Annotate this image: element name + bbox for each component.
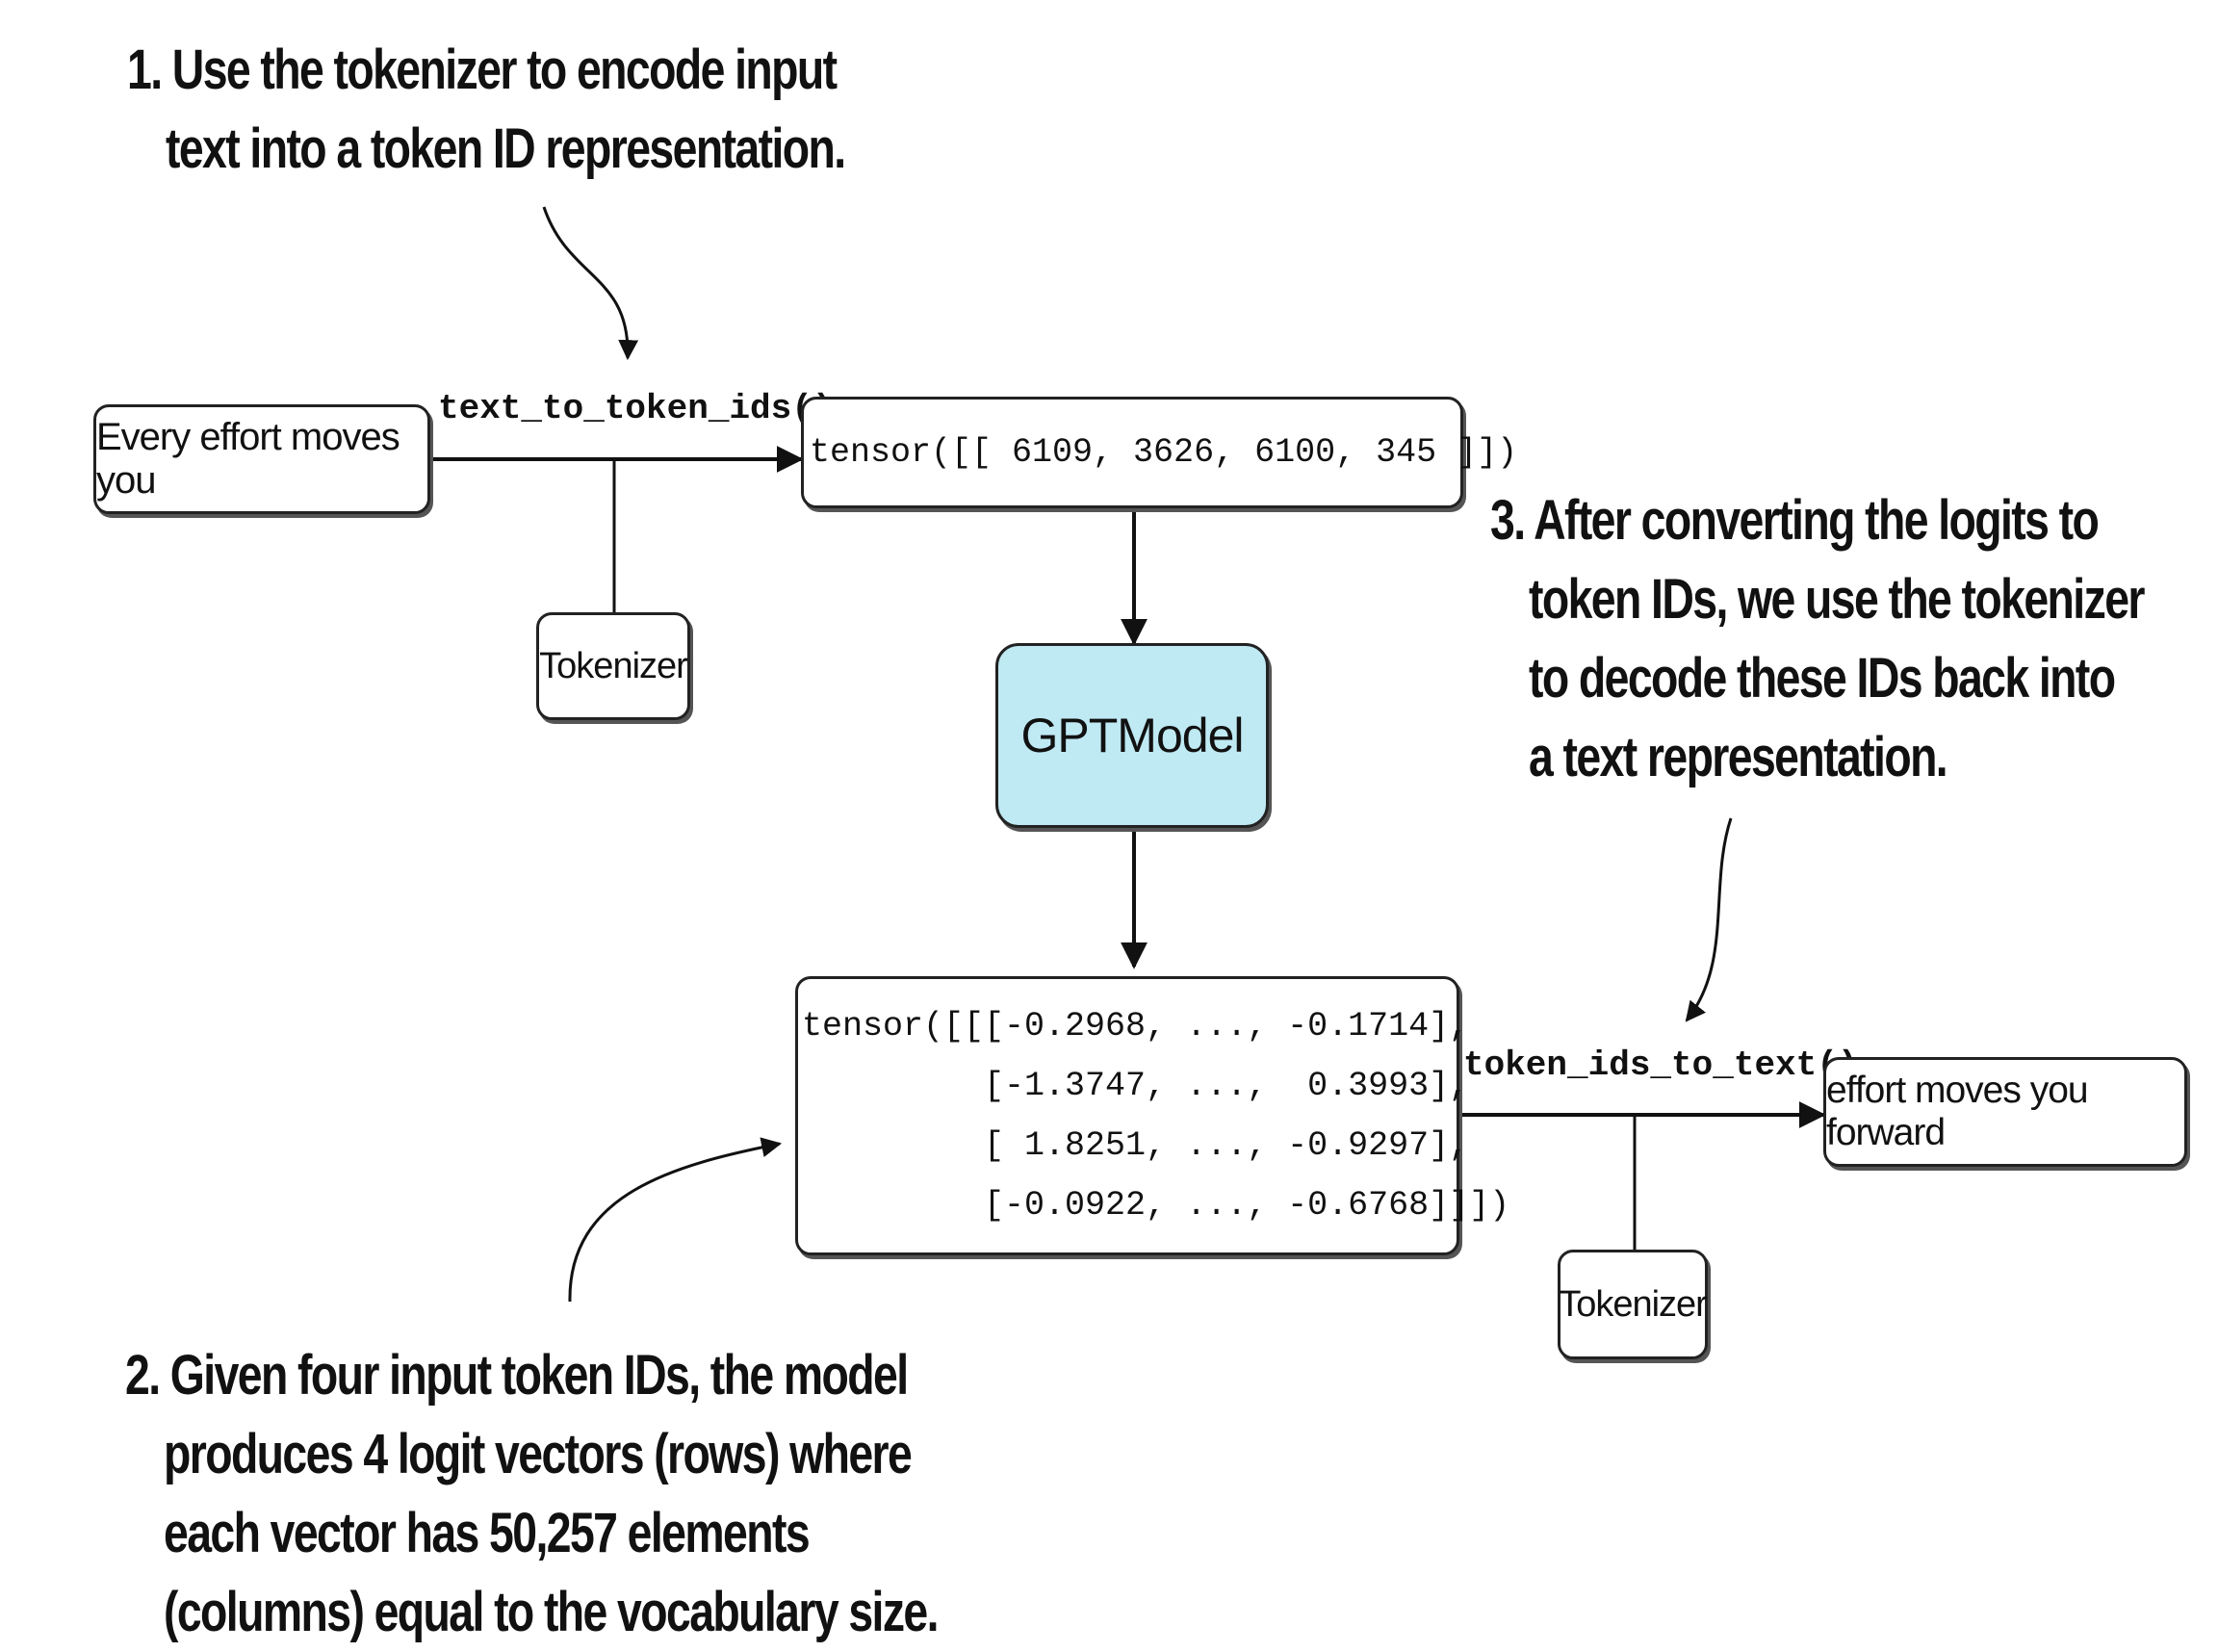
step3-line-2: token IDs, we use the tokenizer xyxy=(1529,568,2145,631)
output-text: effort moves you forward xyxy=(1826,1070,2089,1153)
logits-row-1: tensor([[[-0.2968, ..., -0.1714], xyxy=(802,1007,1470,1045)
logits-row-2: [-1.3747, ..., 0.3993], xyxy=(802,1067,1470,1105)
gpt-model-box: GPTModel xyxy=(995,643,1269,828)
tokenizer-left-label: Tokenizer xyxy=(539,645,688,686)
input-text: Every effort moves you xyxy=(96,416,400,502)
encode-function-label: text_to_token_ids() xyxy=(438,389,834,428)
step2-line-1: 2. Given four input token IDs, the model xyxy=(125,1344,909,1407)
decode-function-label: token_ids_to_text() xyxy=(1463,1045,1859,1085)
tokenizer-right-box: Tokenizer xyxy=(1558,1250,1708,1359)
step2-line-4: (columns) equal to the vocabulary size. xyxy=(164,1581,940,1643)
step3-line-3: to decode these IDs back into xyxy=(1529,647,2116,710)
step3-callout-arrow xyxy=(1685,817,1733,1022)
logits-tensor: tensor([[[-0.2968, ..., -0.1714], [-1.37… xyxy=(802,996,1509,1235)
output-text-box: effort moves you forward xyxy=(1823,1057,2187,1167)
tokenizer-right-label: Tokenizer xyxy=(1559,1283,1708,1325)
step1-line-1: 1. Use the tokenizer to encode input xyxy=(127,39,838,101)
step2-line-3: each vector has 50,257 elements xyxy=(164,1502,811,1564)
step2-callout-arrow xyxy=(568,1137,783,1303)
logits-row-4: [-0.0922, ..., -0.6768]]]) xyxy=(802,1186,1510,1225)
logits-row-3: [ 1.8251, ..., -0.9297], xyxy=(802,1126,1470,1165)
step2-annotation: 2. Given four input token IDs, the model… xyxy=(125,1336,940,1652)
step3-annotation: 3. After converting the logits to token … xyxy=(1490,481,2145,797)
input-text-box: Every effort moves you xyxy=(93,404,430,514)
step1-callout-arrow xyxy=(542,206,639,361)
token-ids-tensor: tensor([[ 6109, 3626, 6100, 345 ]]) xyxy=(810,433,1518,472)
step1-line-2: text into a token ID representation. xyxy=(166,117,846,180)
tokenizer-left-box: Tokenizer xyxy=(536,612,690,720)
token-ids-box: tensor([[ 6109, 3626, 6100, 345 ]]) xyxy=(801,397,1517,508)
logits-box: tensor([[[-0.2968, ..., -0.1714], [-1.37… xyxy=(795,976,1509,1255)
step3-line-1: 3. After converting the logits to xyxy=(1490,489,2100,552)
step3-line-4: a text representation. xyxy=(1529,726,1948,788)
step2-line-2: produces 4 logit vectors (rows) where xyxy=(164,1423,913,1485)
gpt-model-label: GPTModel xyxy=(1020,709,1245,762)
step1-annotation: 1. Use the tokenizer to encode input tex… xyxy=(127,31,846,189)
